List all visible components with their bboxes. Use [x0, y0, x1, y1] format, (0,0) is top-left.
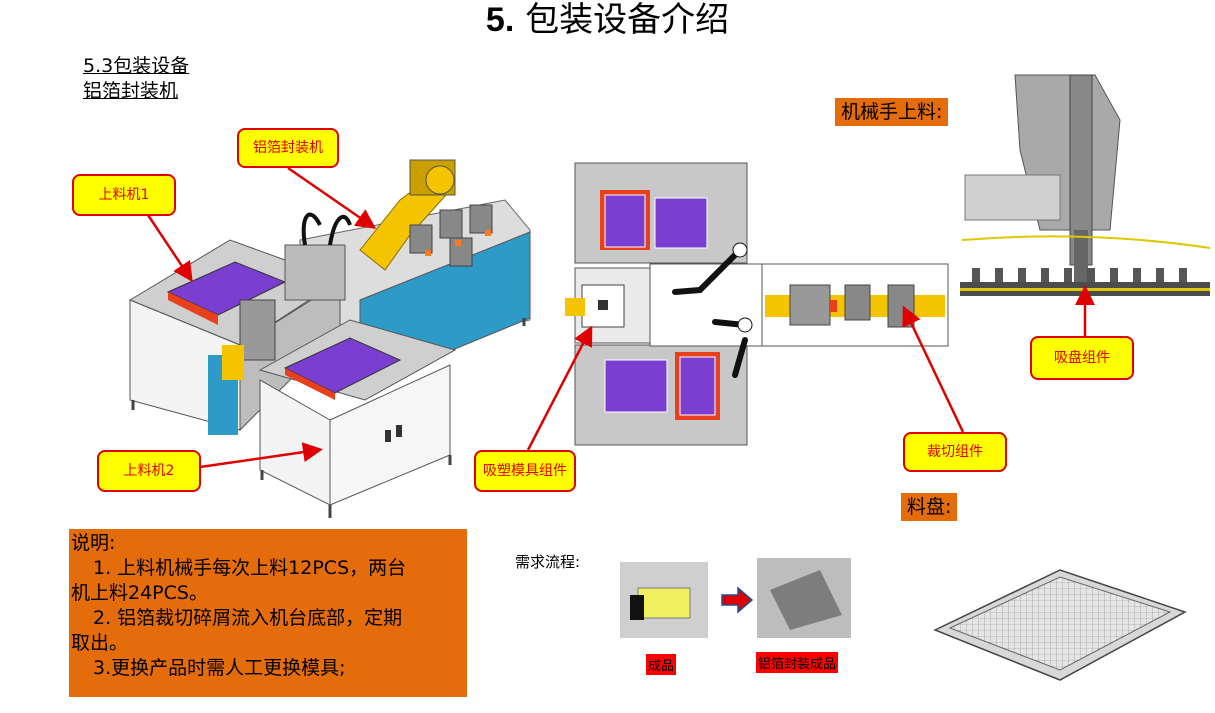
flow-sealed-caption: 铝箔封装成品	[756, 652, 839, 673]
section-heading: 5.3包装设备	[83, 55, 190, 77]
note-line-4: 取出。	[71, 632, 129, 654]
label-robot-loading: 机械手上料:	[835, 98, 949, 126]
flow-product-caption: 成品	[646, 654, 677, 675]
page-title: 5. 包装设备介绍	[0, 0, 1215, 40]
flow-photos	[620, 558, 851, 638]
callout-foil-sealer: 铝箔封装机	[237, 128, 339, 168]
pointer-arrows	[146, 166, 1095, 469]
machine-name: 铝箔封装机	[83, 80, 179, 102]
notes-heading: 说明:	[71, 532, 116, 554]
title-text: 包装设备介绍	[525, 0, 730, 40]
note-line-3: 2. 铝箔裁切碎屑流入机台底部，定期	[93, 607, 403, 629]
tray-illustration	[933, 569, 1187, 681]
callout-cutting: 裁切组件	[903, 432, 1007, 472]
note-line-1: 1. 上料机械手每次上料12PCS，两台	[93, 557, 407, 579]
callout-loader-2: 上料机2	[97, 450, 201, 492]
note-line-2: 机上料24PCS。	[71, 582, 208, 604]
top-view-illustration	[565, 162, 949, 446]
note-line-5: 3.更换产品时需人工更换模具;	[93, 657, 346, 679]
flow-label: 需求流程:	[515, 553, 581, 571]
callout-loader-1: 上料机1	[72, 174, 176, 216]
machine-3d-illustration	[128, 159, 531, 518]
title-number: 5.	[485, 1, 515, 39]
callout-blister-mold: 吸塑模具组件	[474, 450, 576, 492]
label-tray: 料盘:	[901, 493, 958, 521]
callout-suction-cup: 吸盘组件	[1030, 336, 1134, 380]
robot-closeup-illustration	[960, 74, 1211, 296]
notes-box: 说明: 1. 上料机械手每次上料12PCS，两台 机上料24PCS。 2. 铝箔…	[69, 529, 467, 697]
